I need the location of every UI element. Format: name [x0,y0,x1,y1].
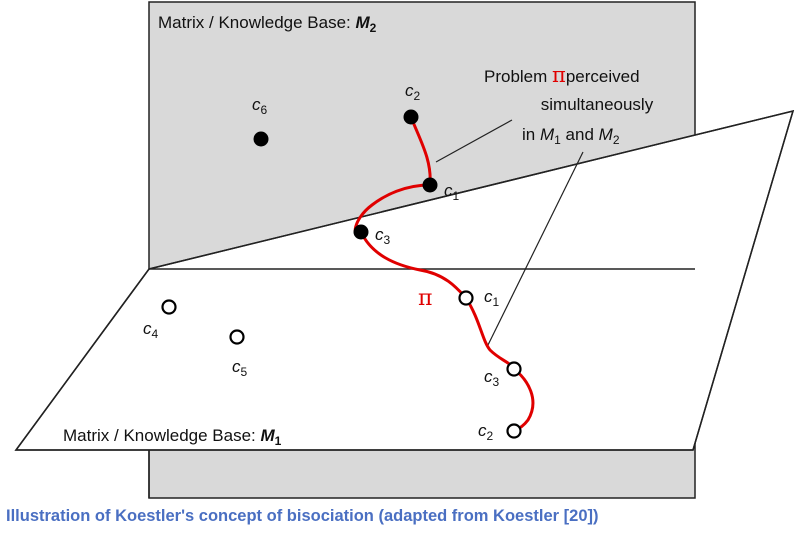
concept-m1-c1-label: c1 [484,287,500,309]
concept-m1-c2-label: c2 [478,421,494,443]
plane-m1-label: Matrix / Knowledge Base: M1 [63,426,282,448]
concept-m1-c4-label: c4 [143,319,159,341]
concept-m1-c1-point [458,290,474,306]
concept-m1-c5-point [229,329,245,345]
concept-m1-c4-point [161,299,177,315]
callout-pointer-m2 [435,119,513,163]
concept-m1-c5-label: c5 [232,357,248,379]
concept-m2-c1-label: c1 [444,181,460,203]
concept-m1-c2-point [506,423,522,439]
concept-m1-c3-point [506,361,522,377]
figure-caption: Illustration of Koestler's concept of bi… [6,507,599,525]
problem-path [353,116,535,433]
concept-m2-c6-point [253,131,269,147]
bisociation-diagram: Matrix / Knowledge Base: M2 Matrix / Kno… [14,1,795,499]
concept-m2-c2-point [403,109,419,125]
concept-m2-c1-point [422,177,438,193]
plane-m2-label: Matrix / Knowledge Base: M2 [158,13,377,35]
concept-m2-c2-label: c2 [405,81,421,103]
callout-line-1: Problem πperceived [484,63,640,87]
problem-pi-label: π [418,286,432,311]
callout-pointer-m1 [487,151,584,346]
callout-line-2: simultaneously [541,95,654,114]
callout-text: Problem πperceived simultaneously in M1 … [484,63,654,147]
concept-m2-c3-label: c3 [375,225,391,247]
callout-pi-symbol: π [552,63,566,87]
callout-line-3: in M1 and M2 [522,125,620,147]
concept-m1-c3-label: c3 [484,367,500,389]
concept-m2-c3-point [353,224,369,240]
concept-m2-c6-label: c6 [252,95,268,117]
